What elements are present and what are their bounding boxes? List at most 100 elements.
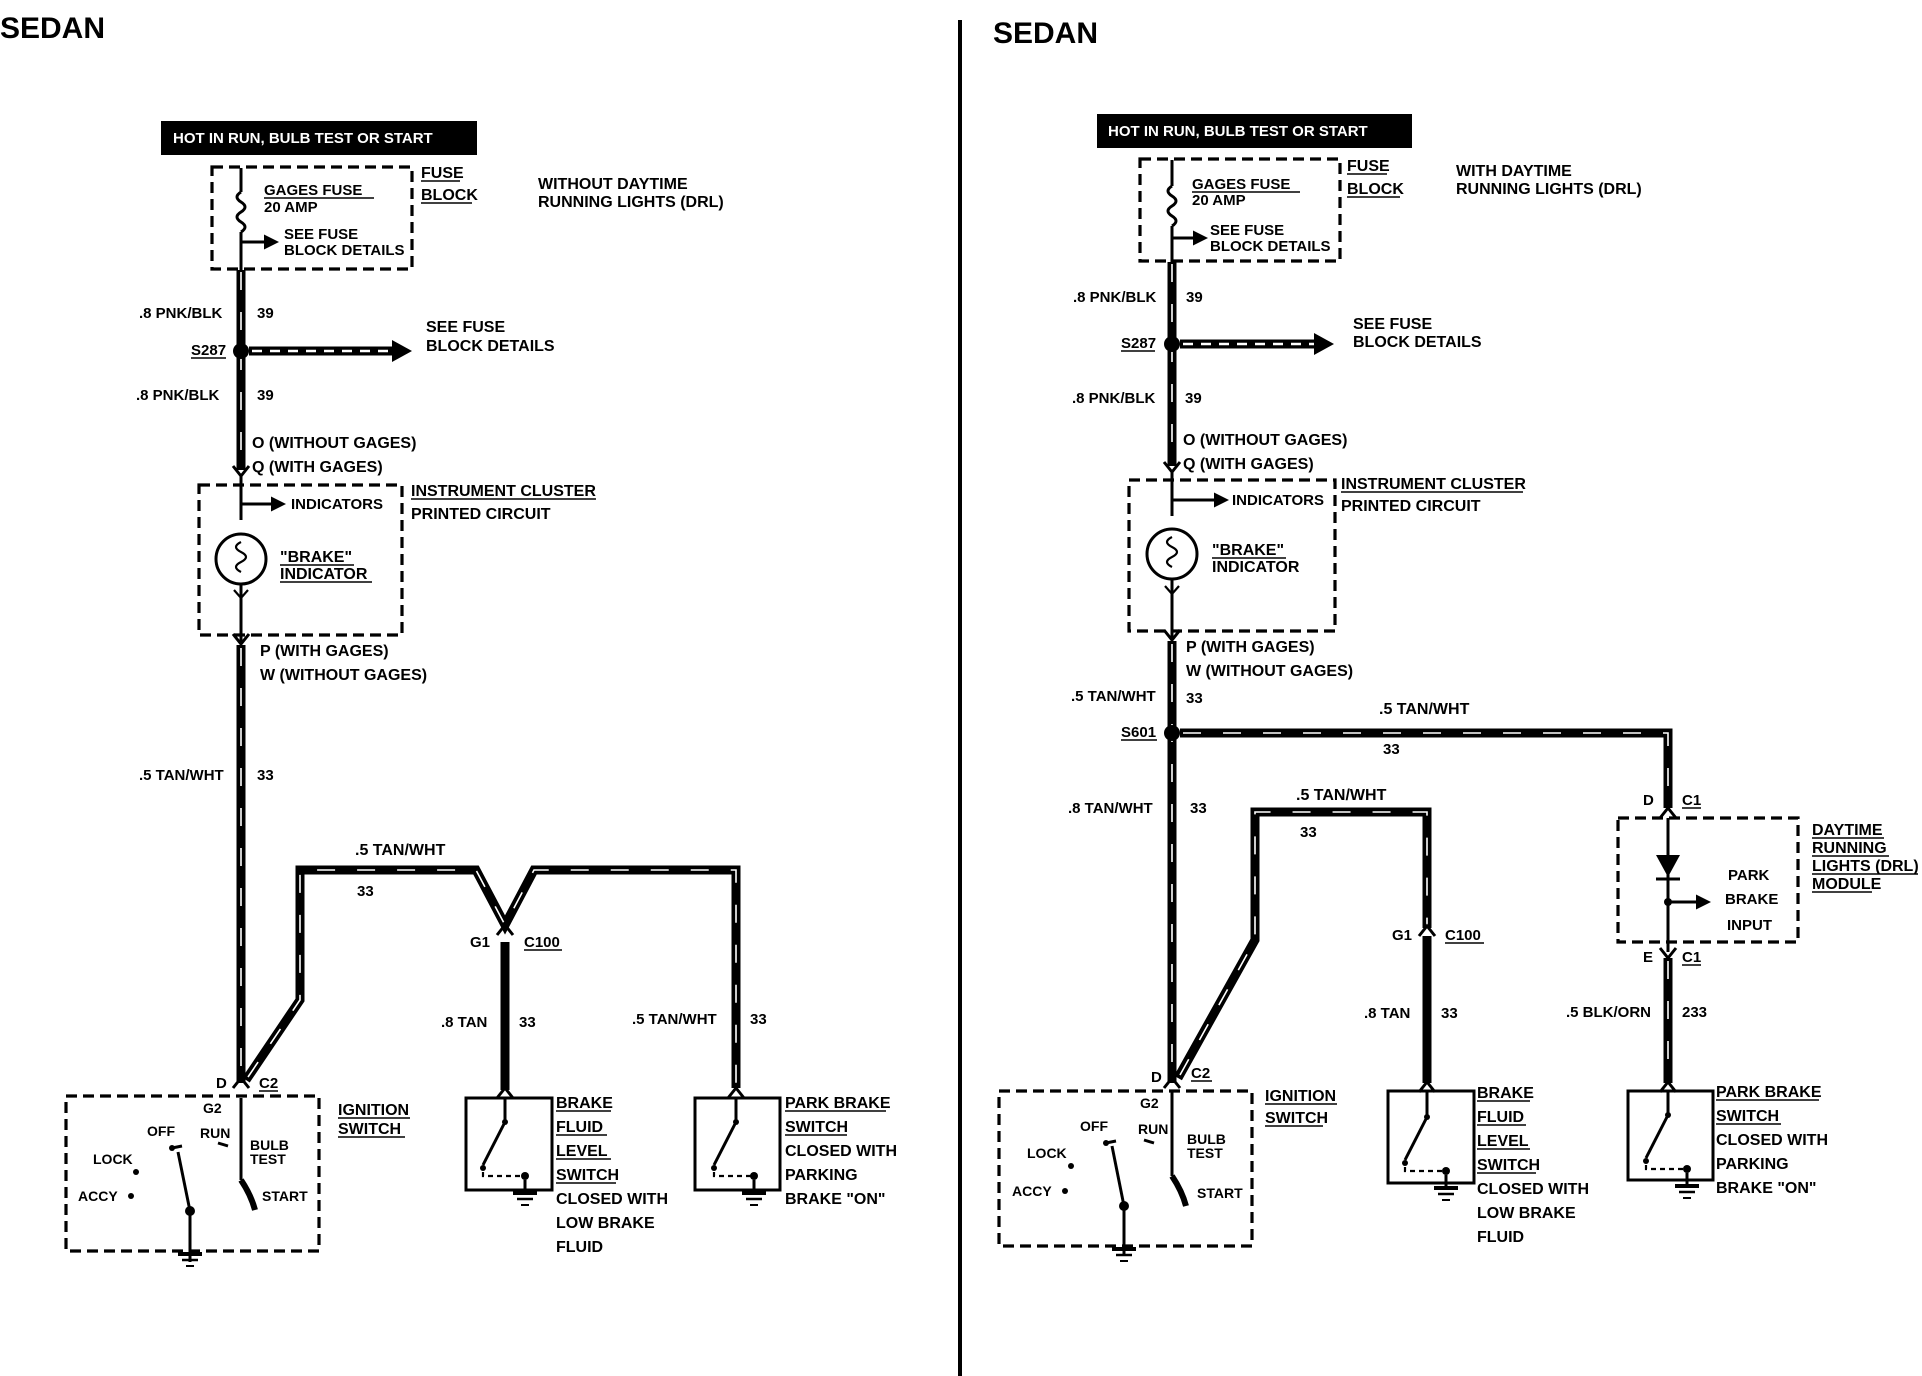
right-ign-off: OFF xyxy=(1080,1118,1108,1134)
left-conn-c2: C2 xyxy=(259,1075,278,1092)
left-wire4-gauge: .5 TAN/WHT xyxy=(355,842,446,859)
right-drl-conn-d: D xyxy=(1643,792,1654,809)
right-conn-g1: G1 xyxy=(1392,927,1412,944)
left-pb3: CLOSED WITH xyxy=(785,1143,897,1160)
right-wire6-circuit: 33 xyxy=(1441,1005,1458,1022)
right-conn-w: W (WITHOUT GAGES) xyxy=(1186,663,1353,680)
left-wire6-circuit: 33 xyxy=(750,1011,767,1028)
right-pb5: BRAKE "ON" xyxy=(1716,1180,1817,1197)
right-cluster2: PRINTED CIRCUIT xyxy=(1341,498,1481,515)
right-fuse-amp: 20 AMP xyxy=(1192,192,1246,209)
right-bf4: SWITCH xyxy=(1477,1157,1540,1174)
right-brake-fluid-ground-icon xyxy=(1434,1186,1458,1201)
left-ign1: IGNITION xyxy=(338,1102,409,1119)
right-drl4: MODULE xyxy=(1812,876,1882,893)
right-instrument-cluster xyxy=(1127,478,1337,633)
right-conn-c100: C100 xyxy=(1445,927,1481,944)
right-bf5: CLOSED WITH xyxy=(1477,1181,1589,1198)
right-drl-diode-icon xyxy=(1656,855,1680,877)
right-park-brake-contact-icon xyxy=(1644,1114,1670,1159)
left-brake-fluid-switch xyxy=(464,1096,554,1192)
right-feed-arrow-icon xyxy=(1314,333,1334,355)
left-ignition-switch xyxy=(64,1094,321,1253)
right-pb3: CLOSED WITH xyxy=(1716,1132,1828,1149)
left-ignition-ground-icon xyxy=(178,1252,202,1267)
left-wire3-circuit: 33 xyxy=(257,767,274,784)
right-ign-lock: LOCK xyxy=(1027,1145,1067,1161)
left-wire-33-branch xyxy=(242,865,741,1088)
right-wire1-gauge: .8 PNK/BLK xyxy=(1073,289,1157,306)
right-drl-conn-c1b: C1 xyxy=(1682,949,1701,966)
right-brake1: "BRAKE" xyxy=(1212,542,1284,559)
right-wire4-gauge: .8 TAN/WHT xyxy=(1068,800,1153,817)
left-see-fuse2: BLOCK DETAILS xyxy=(426,338,555,355)
left-conn-o: O (WITHOUT GAGES) xyxy=(252,435,416,452)
right-indicators: INDICATORS xyxy=(1232,492,1324,509)
right-drl-conn-c1: C1 xyxy=(1682,792,1701,809)
left-brake1: "BRAKE" xyxy=(280,549,352,566)
left-wire5-circuit: 33 xyxy=(519,1014,536,1031)
right-drl-conn-e: E xyxy=(1643,949,1653,966)
left-fuse-amp: 20 AMP xyxy=(264,199,318,216)
left-splice-s287 xyxy=(233,343,249,359)
right-cluster1: INSTRUMENT CLUSTER xyxy=(1341,476,1526,493)
right-fuse-see2: BLOCK DETAILS xyxy=(1210,238,1331,255)
left-ign-bulb: BULB xyxy=(250,1137,289,1153)
right-park-brake-ground-icon xyxy=(1675,1184,1699,1199)
left-fuse-label: GAGES FUSE xyxy=(264,182,362,199)
right-drl-input: INPUT xyxy=(1727,917,1772,934)
left-wire1-gauge: .8 PNK/BLK xyxy=(139,305,223,322)
left-park-brake-ground-icon xyxy=(742,1191,766,1206)
left-conn-g1: G1 xyxy=(470,934,490,951)
right-ign-start: START xyxy=(1197,1185,1243,1201)
left-title: SEDAN xyxy=(0,12,105,45)
left-bf3: LEVEL xyxy=(556,1143,608,1160)
left-ign-accy: ACCY xyxy=(78,1188,118,1204)
left-bf5: CLOSED WITH xyxy=(556,1191,668,1208)
right-fuse-label: GAGES FUSE xyxy=(1192,176,1290,193)
right-wire3-circuit: 33 xyxy=(1186,690,1203,707)
left-conn-w: W (WITHOUT GAGES) xyxy=(260,667,427,684)
right-ign-accy: ACCY xyxy=(1012,1183,1052,1199)
right-drl2: RUNNING xyxy=(1812,840,1887,857)
left-splice-label: S287 xyxy=(191,342,226,359)
right-wire6-gauge: .8 TAN xyxy=(1364,1005,1410,1022)
right-fuse-icon xyxy=(1166,184,1178,228)
right-brake-indicator-icon xyxy=(1145,527,1199,581)
left-fuse-block-label2: BLOCK xyxy=(421,187,478,204)
right-fuse-block-label1: FUSE xyxy=(1347,158,1390,175)
left-wire2-gauge: .8 PNK/BLK xyxy=(136,387,220,404)
left-wire3-gauge: .5 TAN/WHT xyxy=(139,767,224,784)
left-variant2: RUNNING LIGHTS (DRL) xyxy=(538,194,724,211)
left-fuse-see1: SEE FUSE xyxy=(284,226,358,243)
right-drl-brake: BRAKE xyxy=(1725,891,1778,908)
right-ignition-contact-icon xyxy=(1110,1145,1126,1207)
right-wire5-circuit: 33 xyxy=(1300,824,1317,841)
left-pb4: PARKING xyxy=(785,1167,858,1184)
left-power-header-bg xyxy=(161,121,477,155)
left-bf2: FLUID xyxy=(556,1119,603,1136)
left-conn-c100: C100 xyxy=(524,934,560,951)
left-bf1: BRAKE xyxy=(556,1095,613,1112)
left-ign-off: OFF xyxy=(147,1123,175,1139)
right-drl-module xyxy=(1616,816,1800,944)
right-splice-label: S287 xyxy=(1121,335,1156,352)
left-ign-start: START xyxy=(262,1188,308,1204)
left-cluster2: PRINTED CIRCUIT xyxy=(411,506,551,523)
right-fuse-see1: SEE FUSE xyxy=(1210,222,1284,239)
left-fuse-icon xyxy=(235,190,247,234)
left-conn-q: Q (WITH GAGES) xyxy=(252,459,383,476)
right-bf6: LOW BRAKE xyxy=(1477,1205,1576,1222)
left-panel: SEDAN HOT IN RUN, BULB TEST OR START GAG… xyxy=(0,12,897,1267)
right-drl-park: PARK xyxy=(1728,867,1770,884)
left-conn-g2: G2 xyxy=(203,1100,222,1116)
left-pb2: SWITCH xyxy=(785,1119,848,1136)
right-splice-s287 xyxy=(1164,336,1180,352)
right-wire-33-drl xyxy=(1180,728,1673,808)
right-pb1: PARK BRAKE xyxy=(1716,1084,1822,1101)
right-conn-g2: G2 xyxy=(1140,1095,1159,1111)
left-brake-indicator-icon xyxy=(214,532,268,586)
right-bf1: BRAKE xyxy=(1477,1085,1534,1102)
left-wire2-circuit: 39 xyxy=(257,387,274,404)
